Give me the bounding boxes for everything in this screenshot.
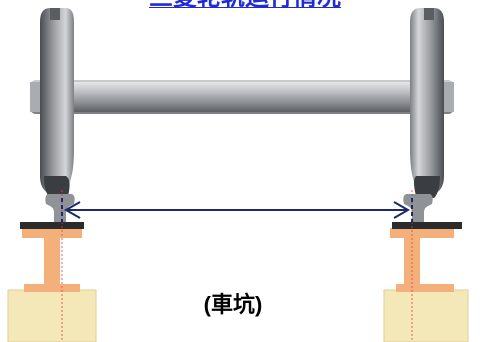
left-rail-icon xyxy=(20,194,84,229)
page-title: 三菱轮轨运行情况 xyxy=(120,0,370,8)
wheelset-axle-icon xyxy=(30,80,454,114)
left-rail-assembly xyxy=(7,194,97,342)
left-wheel-icon xyxy=(40,8,74,198)
pit-label: (車坑) xyxy=(203,292,263,317)
right-wheel-icon xyxy=(410,8,444,198)
gauge-double-arrow-icon xyxy=(63,201,411,219)
right-rail-icon xyxy=(392,194,462,229)
right-rail-assembly xyxy=(383,194,469,342)
